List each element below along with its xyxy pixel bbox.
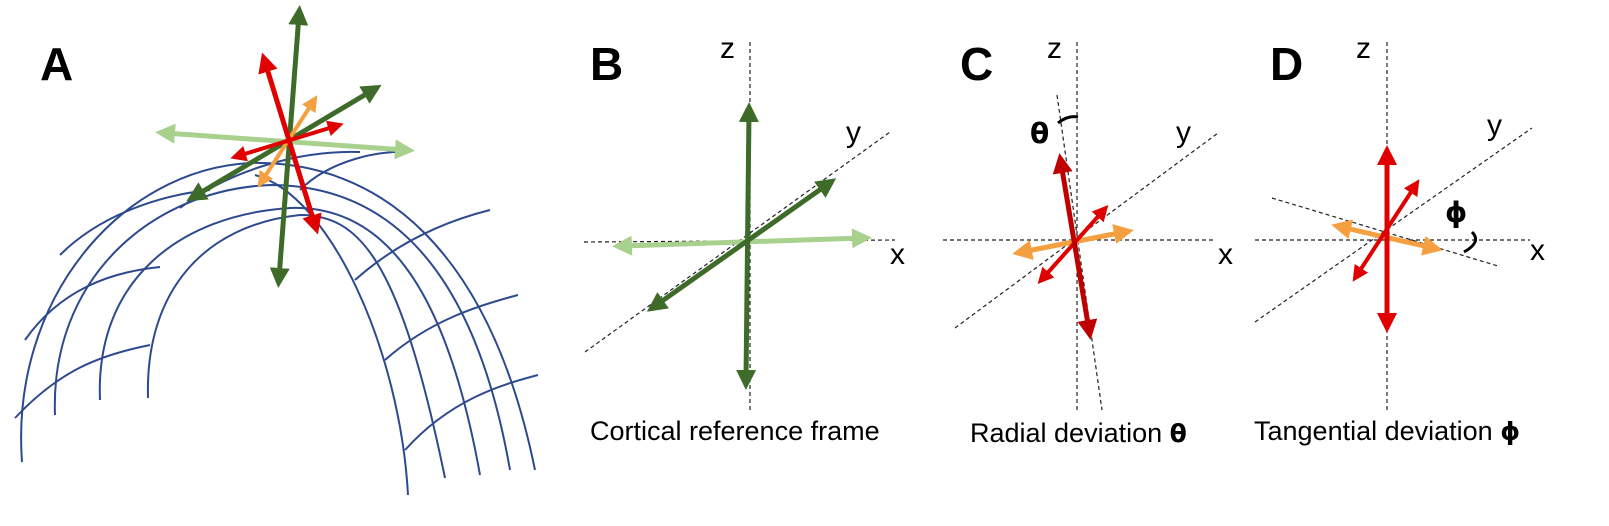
b-caption: Cortical reference frame [590,416,880,446]
b-z-dipole [736,102,759,390]
c-caption-text: Radial deviation [970,418,1170,448]
panel-a: A [14,5,539,496]
d-z-label: z [1356,32,1371,65]
b-z-label: z [720,32,735,65]
panel-b: B z y x Cortical reference frame [583,32,905,446]
c-x-label: x [1218,238,1233,271]
d-tilted-axis [1271,197,1499,267]
panel-a-letter: A [40,38,73,90]
d-y-axis [1254,127,1533,323]
d-caption: Tangential deviation ϕ [1254,416,1520,446]
panel-c: C z y x θ Radial deviation θ [943,32,1233,448]
c-y-label: y [1176,116,1191,149]
d-caption-text: Tangential deviation [1254,416,1500,446]
c-radial-dipole [1052,153,1098,340]
panel-d: D z y x ϕ Tangential deviation ϕ [1254,32,1545,446]
c-caption: Radial deviation θ [970,418,1187,448]
panel-c-letter: C [960,38,993,90]
panel-b-letter: B [590,38,623,90]
b-x-label: x [890,238,905,271]
b-y-label: y [846,116,861,149]
cortical-mesh [14,150,539,496]
d-caption-symbol: ϕ [1500,417,1520,446]
d-x-label: x [1530,234,1545,267]
c-caption-symbol: θ [1170,419,1187,448]
c-theta-label: θ [1030,117,1049,150]
d-y-label: y [1487,109,1502,142]
d-phi-arc [1463,230,1478,254]
c-theta-arc [1057,115,1079,125]
d-phi-label: ϕ [1445,196,1467,229]
a-red-dipole-long [258,52,322,235]
c-z-label: z [1047,32,1062,65]
panel-d-letter: D [1270,38,1303,90]
